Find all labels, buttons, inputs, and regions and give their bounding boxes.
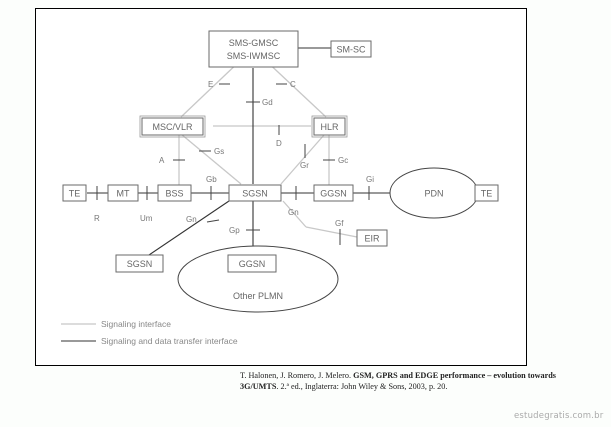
interface-tick: [206, 219, 220, 223]
node-box: [62, 184, 87, 202]
iface-gf: Gf: [335, 219, 344, 228]
node-box: [141, 117, 204, 136]
node-label: TE: [69, 189, 81, 199]
iface-gc: Gc: [338, 156, 348, 165]
node-ggsn-other: GGSN: [227, 254, 277, 273]
sig-line-gr: [280, 134, 325, 185]
iface-gn-right: Gn: [288, 208, 299, 217]
sig-line-c: [262, 57, 327, 118]
node-box: [208, 30, 299, 68]
iface-gs: Gs: [214, 147, 224, 156]
node-box: [228, 184, 282, 202]
node-box: [227, 254, 277, 273]
node-sm-sc: SM-SC: [330, 40, 372, 58]
node-label: SGSN: [242, 189, 268, 199]
node-box: [311, 115, 348, 138]
legend-signaling: Signaling interface: [101, 319, 171, 329]
iface-a: A: [159, 156, 165, 165]
figure-citation: T. Halonen, J. Romero, J. Melero. GSM, G…: [240, 370, 570, 392]
node-box: [313, 117, 346, 136]
node-sms-gmsc: SMS-GMSC SMS-IWMSC: [208, 30, 299, 68]
node-label: MT: [117, 189, 130, 199]
node-mt: MT: [107, 184, 139, 202]
legend-signaling-data: Signaling and data transfer interface: [101, 336, 238, 346]
sig-line-gf-a: [282, 200, 307, 228]
iface-um: Um: [140, 214, 153, 223]
iface-gi: Gi: [366, 175, 374, 184]
node-box: [474, 184, 499, 202]
node-ggsn: GGSN: [313, 184, 354, 202]
node-label: TE: [481, 189, 493, 199]
interface-labels: E C Gd D A Gs Gr Gc Gb Gi R Um Gn Gn Gp …: [94, 80, 374, 235]
node-hlr: HLR: [311, 115, 348, 138]
node-box: [139, 115, 206, 138]
iface-e: E: [208, 80, 213, 89]
node-box: [107, 184, 139, 202]
iface-gb: Gb: [206, 175, 217, 184]
legend: Signaling interface Signaling and data t…: [101, 319, 238, 346]
sig-line-gf-b: [305, 226, 358, 238]
figure-frame: SMS-GMSC SMS-IWMSC SM-SC MSC/VLR HLR TE …: [35, 8, 527, 366]
watermark: estudegratis.com.br: [514, 411, 604, 421]
node-label: SMS-IWMSC: [227, 51, 281, 61]
iface-c: C: [290, 80, 296, 89]
interface-ticks: [96, 83, 370, 245]
citation-title: GSM, GPRS and EDGE performance – evoluti…: [240, 371, 556, 391]
node-label: SMS-GMSC: [229, 38, 279, 48]
iface-gr: Gr: [300, 161, 309, 170]
gprs-architecture-diagram: SMS-GMSC SMS-IWMSC SM-SC MSC/VLR HLR TE …: [61, 30, 499, 346]
node-bss: BSS: [157, 184, 192, 202]
node-label: GGSN: [320, 189, 347, 199]
node-label: GGSN: [239, 259, 266, 269]
sig-line-gs: [180, 133, 242, 185]
node-label: HLR: [320, 122, 339, 132]
node-te-right: TE: [474, 184, 499, 202]
node-box: [157, 184, 192, 202]
node-label: MSC/VLR: [152, 122, 193, 132]
node-box: [356, 229, 388, 247]
node-sgsn-other: SGSN: [115, 254, 164, 273]
node-label: SGSN: [127, 259, 153, 269]
node-eir: EIR: [356, 229, 388, 247]
iface-r: R: [94, 214, 100, 223]
node-box: [115, 254, 164, 273]
node-label: EIR: [364, 234, 380, 244]
iface-gp: Gp: [229, 226, 240, 235]
iface-gd: Gd: [262, 98, 273, 107]
citation-authors: T. Halonen, J. Romero, J. Melero.: [240, 371, 352, 380]
node-label: BSS: [165, 189, 183, 199]
node-box: [313, 184, 354, 202]
iface-gn-left: Gn: [186, 215, 197, 224]
other-plmn-label: Other PLMN: [233, 291, 283, 301]
node-sgsn: SGSN: [228, 184, 282, 202]
node-te-left: TE: [62, 184, 87, 202]
sig-line-e: [180, 57, 244, 118]
node-msc-vlr: MSC/VLR: [139, 115, 206, 138]
line-sgsn-sgsn-other: [148, 200, 230, 256]
pdn-label: PDN: [424, 189, 443, 199]
iface-d: D: [276, 139, 282, 148]
node-label: SM-SC: [337, 45, 367, 55]
node-box: [330, 40, 372, 58]
citation-rest: . 2.ª ed., Inglaterra: John Wiley & Sons…: [276, 382, 448, 391]
other-plmn-network: [177, 245, 339, 313]
